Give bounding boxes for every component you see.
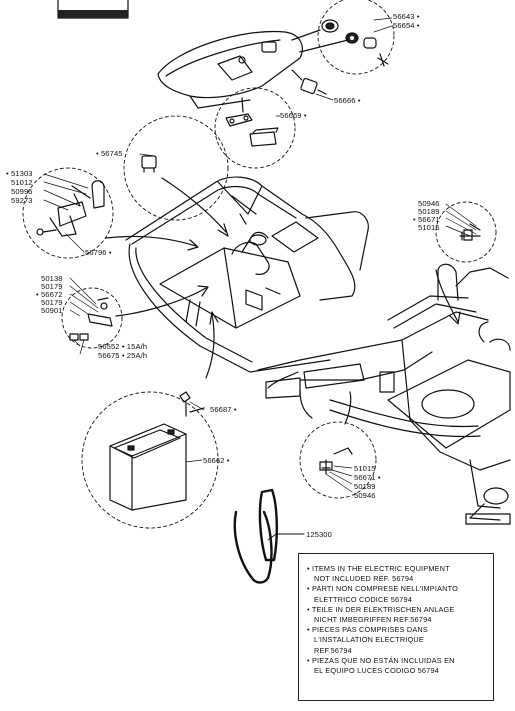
label-56666: 56666 • <box>334 96 361 105</box>
label-56654: 56654 • <box>393 21 420 30</box>
leader-arrows <box>105 177 461 425</box>
label-56552: 56552 • 15A/h <box>98 342 148 351</box>
note-line: NOT INCLUDED REF. 56794 <box>314 574 414 584</box>
relay-56745 <box>141 155 157 173</box>
label-56745: • 56745 <box>96 149 123 158</box>
fasteners-right-bottom <box>319 447 353 475</box>
detail-circle-right-top <box>435 201 497 263</box>
note-line: • PARTI NON COMPRESE NELL'IMPIANTO <box>307 584 459 594</box>
label-56671-top: • 56671 <box>413 215 440 224</box>
rear-frame <box>257 263 511 525</box>
label-50946-top: 50946 <box>418 199 440 208</box>
detail-circle-battery <box>81 391 219 529</box>
detail-circle-56745 <box>123 115 229 221</box>
chassis-frame <box>125 176 369 373</box>
label-59273: 59273 <box>11 196 33 205</box>
label-56643: 56643 • <box>393 12 420 21</box>
label-56669: 56669 • <box>280 111 307 120</box>
note-line: ELETTRICO CODICE 56794 <box>314 594 413 604</box>
note-line: REF.56794 <box>314 645 352 655</box>
label-51015-top: 51015 <box>418 223 440 232</box>
note-line: EL EQUIPO LUCES CODIGO 56794 <box>314 666 439 676</box>
note-line: NICHT IMBEGRIFFEN REF.56794 <box>314 615 432 625</box>
label-50179a: 50179 <box>41 282 63 291</box>
detail-circle-56669 <box>214 87 296 169</box>
label-56796: 56796 • <box>85 248 112 257</box>
label-56671-bottom: 56671 • <box>354 473 381 482</box>
switch-assembly-left <box>36 180 105 237</box>
label-56675: 56675 • 25A/h <box>98 351 148 360</box>
dashboard-panel <box>157 30 303 109</box>
detail-circle-keyswitch <box>317 0 395 75</box>
detail-circle-fuse <box>61 287 123 349</box>
battery <box>109 391 205 511</box>
label-56672: • 56672 <box>36 290 63 299</box>
key-switch-parts <box>291 19 389 67</box>
label-50138: 50138 <box>41 274 63 283</box>
label-50995: 50995 <box>11 187 33 196</box>
connector-56666 <box>291 69 327 95</box>
label-125300: 125300 <box>306 530 332 539</box>
corner-bar <box>58 10 128 18</box>
label-56687: 56687 • <box>210 405 237 414</box>
label-50189-top: 50189 <box>418 207 440 216</box>
battery-strap <box>233 488 278 584</box>
note-line: L'INSTALLATION ELECTRIQUE <box>314 635 424 645</box>
label-50946-bottom: 50946 <box>354 491 376 500</box>
label-50189-bottom: 50189 <box>354 482 376 491</box>
label-50901: 50901 <box>41 306 63 315</box>
label-51015-bottom: 51015 <box>354 464 376 473</box>
detail-circle-switch-left <box>22 167 114 259</box>
note-line: • PIECES PAS COMPRISES DANS <box>307 625 428 635</box>
label-51303: • 51303 <box>6 169 33 178</box>
fuse-holders <box>69 297 113 341</box>
part-leaders <box>43 17 477 493</box>
detail-circle-right-bottom <box>299 421 377 499</box>
parts-56669 <box>225 97 279 147</box>
notes-box: • ITEMS IN THE ELECTRIC EQUIPMENT NOT IN… <box>298 553 494 701</box>
note-line: • PIEZAS QUE NO ESTÁN INCLUIDAS EN <box>307 655 455 665</box>
label-50179b: 50179 <box>41 298 63 307</box>
label-51012: 51012 <box>11 178 33 187</box>
note-line: • TEILE IN DER ELEKTRISCHEN ANLAGE <box>307 604 455 614</box>
label-56662: 56662 • <box>203 456 230 465</box>
note-line: • ITEMS IN THE ELECTRIC EQUIPMENT <box>307 564 450 573</box>
